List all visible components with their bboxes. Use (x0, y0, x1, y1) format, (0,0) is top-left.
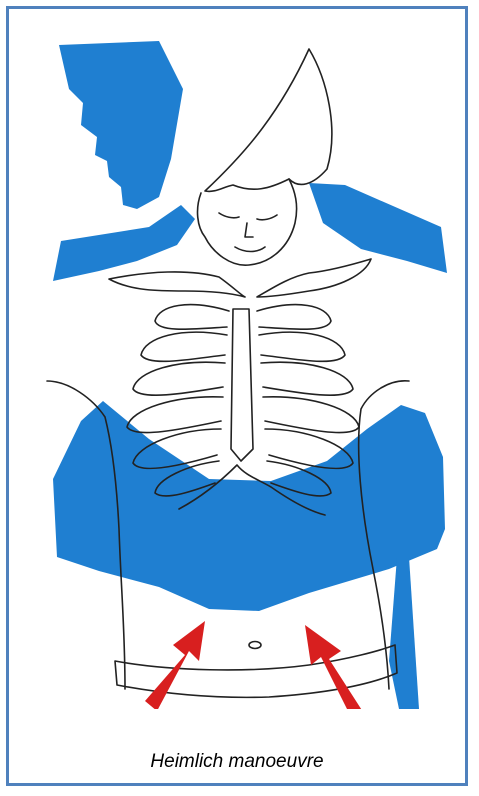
victim-hair (205, 49, 332, 191)
rescuer-head (59, 41, 183, 209)
victim-collarbone-left (109, 272, 245, 297)
rescuer-silhouette (53, 41, 447, 709)
victim-eye-left (219, 213, 239, 218)
rescuer-shoulder-left (53, 205, 195, 281)
thrust-arrows (145, 621, 365, 709)
victim-face (198, 179, 297, 265)
arrow-right-icon (305, 625, 365, 709)
victim-eye-right (257, 215, 277, 220)
figure-caption: Heimlich manoeuvre (9, 751, 465, 773)
rescuer-arms (53, 401, 445, 611)
victim-ribs-right (257, 305, 359, 496)
rescuer-shoulder-right (309, 183, 447, 273)
victim-sternum (231, 309, 253, 461)
heimlich-illustration (9, 9, 471, 709)
victim-navel (249, 642, 261, 649)
rescuer-side (389, 557, 419, 709)
victim-mouth (235, 247, 265, 252)
victim-nose (245, 223, 253, 237)
victim-collarbone-right (257, 259, 371, 297)
figure-frame: Heimlich manoeuvre (6, 6, 468, 786)
